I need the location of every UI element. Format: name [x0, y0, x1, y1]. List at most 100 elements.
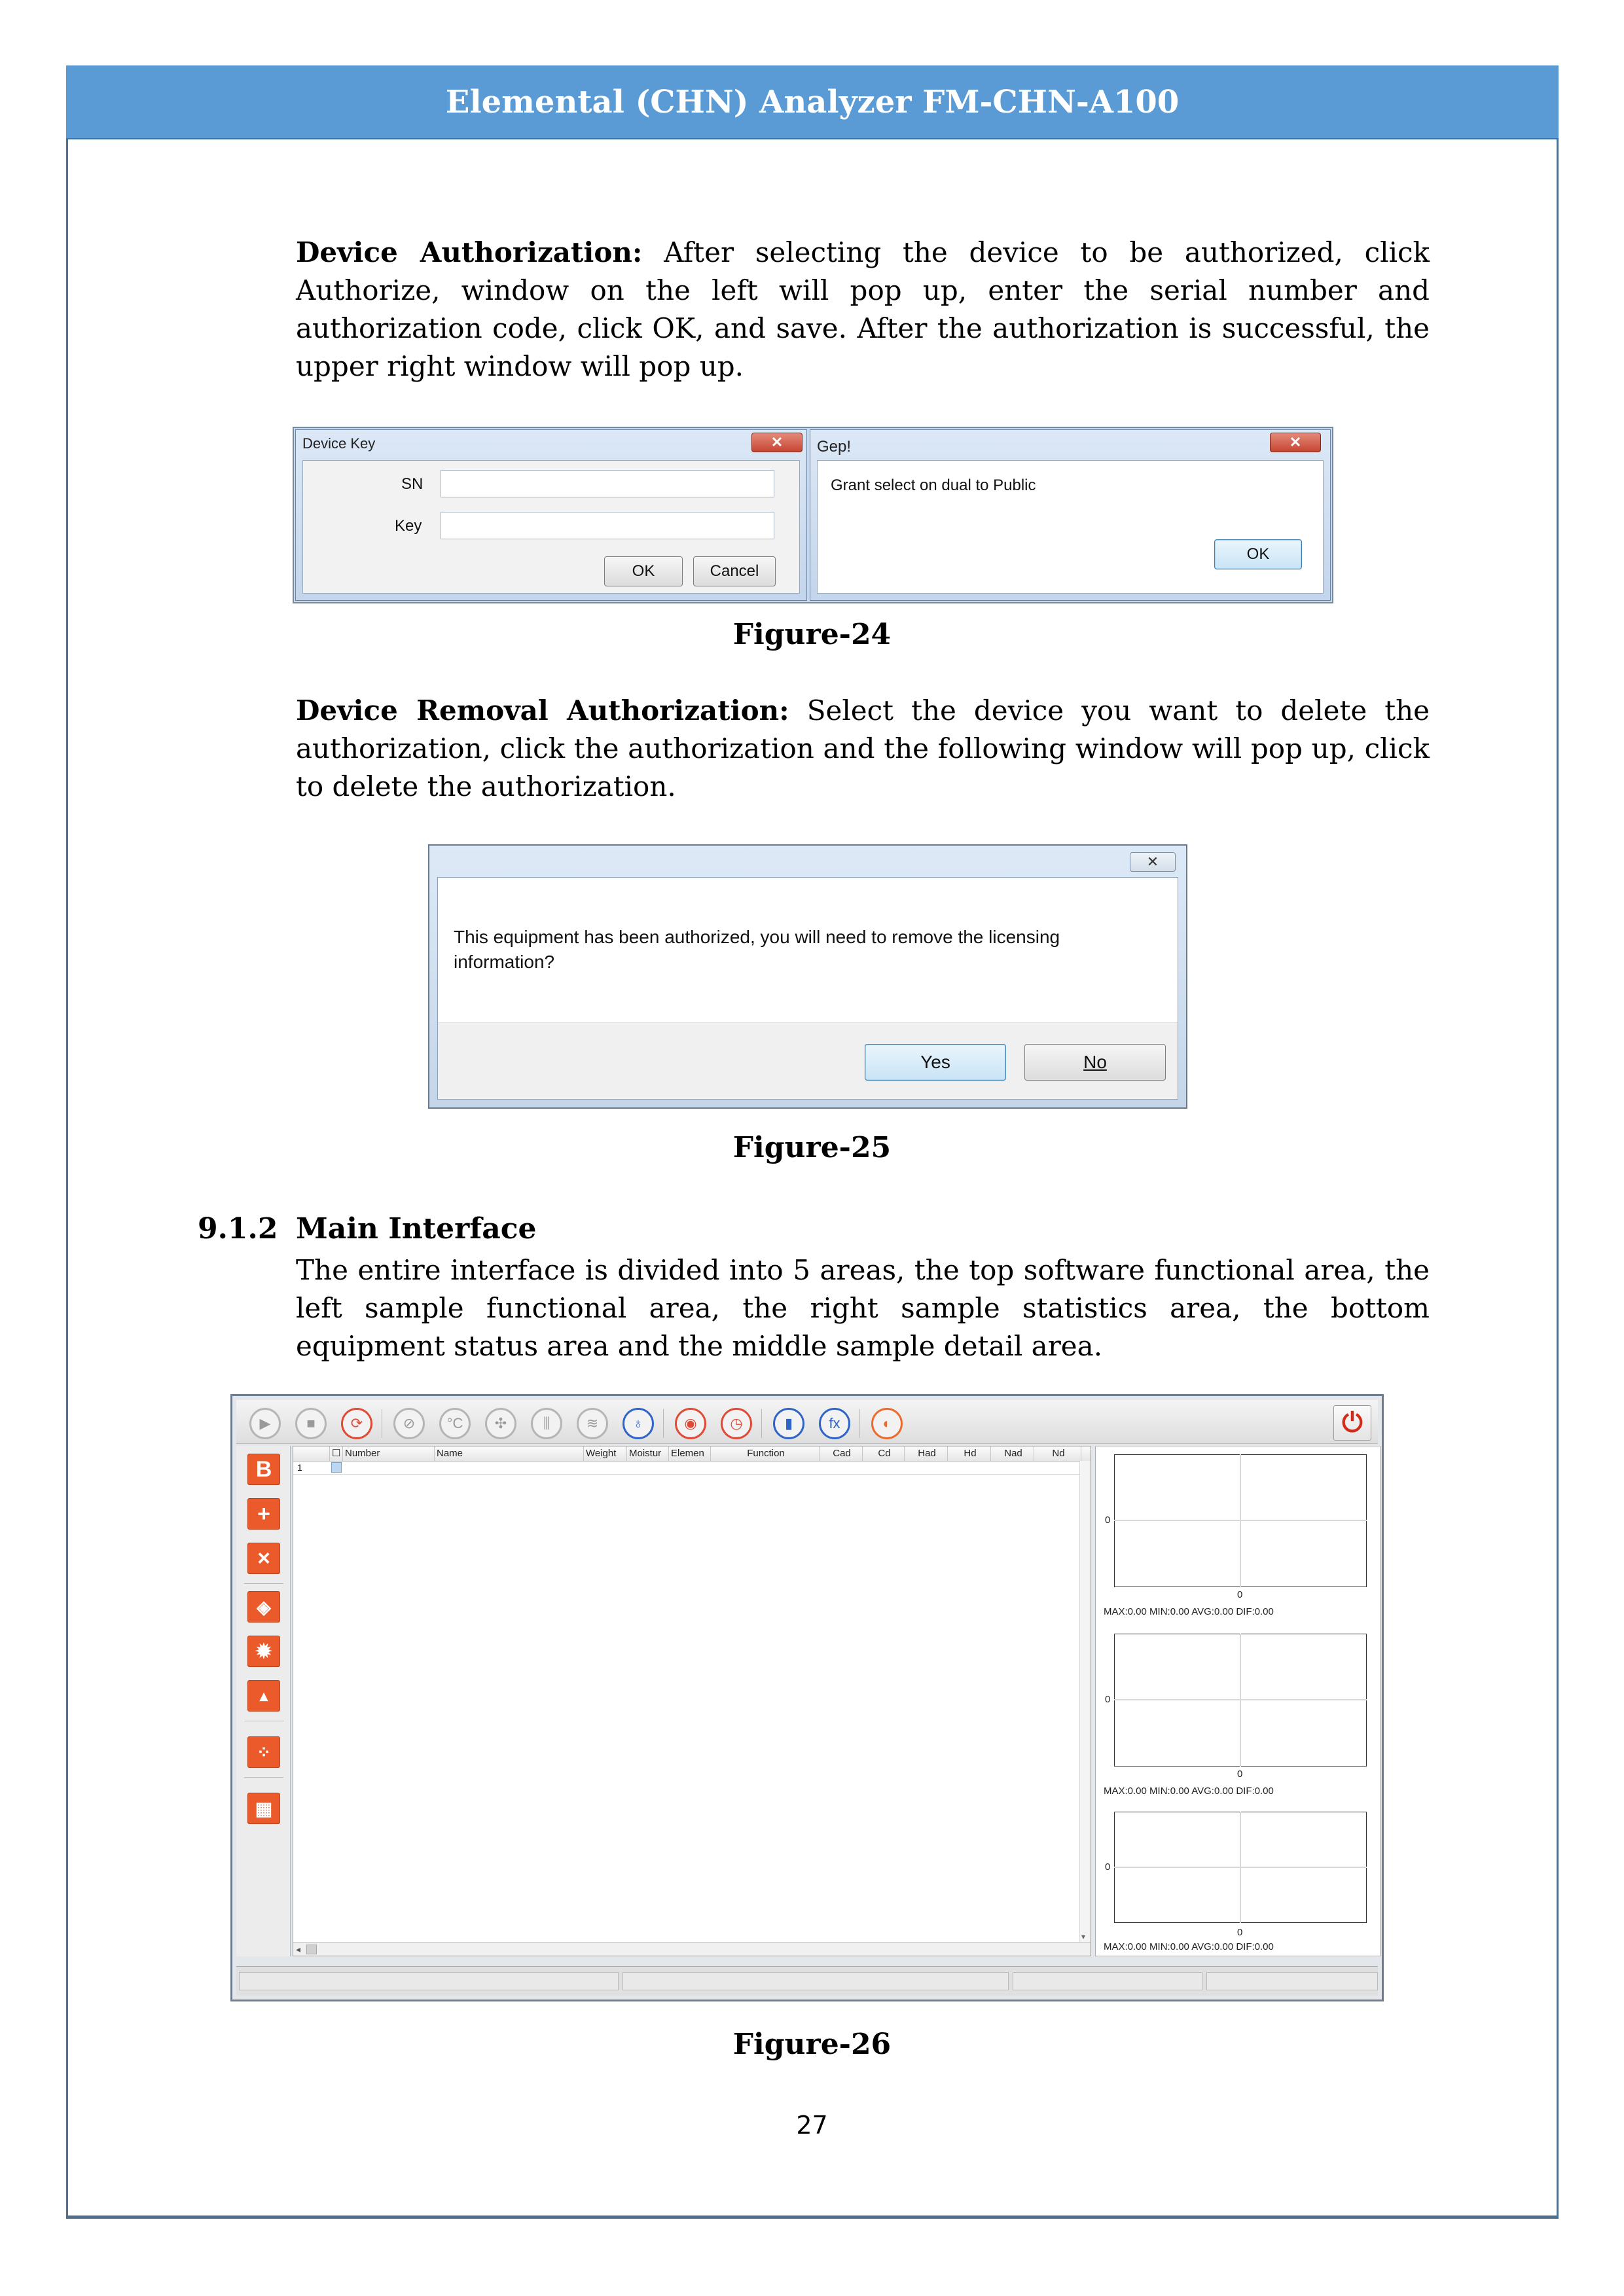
column-header[interactable]: Weight: [584, 1446, 627, 1461]
section-number: 9.1.2: [198, 1212, 278, 1246]
view-icon[interactable]: ◉: [675, 1408, 706, 1439]
stats-text: MAX:0.00 MIN:0.00 AVG:0.00 DIF:0.00: [1104, 1606, 1274, 1617]
dialog-title: Gep!: [817, 438, 852, 456]
section-title: Main Interface: [296, 1212, 537, 1246]
ok-button[interactable]: OK: [604, 556, 683, 586]
column-header[interactable]: Nad: [991, 1446, 1034, 1461]
row-number: 1: [297, 1462, 302, 1473]
valves-icon[interactable]: ⫼: [531, 1408, 562, 1439]
column-header[interactable]: Name: [435, 1446, 584, 1461]
x-axis-label: 0: [1237, 1927, 1243, 1938]
paragraph-device-removal: Device Removal Authorization: Select the…: [296, 692, 1430, 806]
column-header[interactable]: Number: [343, 1446, 435, 1461]
equipment-status-bar: [236, 1966, 1378, 1996]
page-number: 27: [796, 2111, 828, 2140]
horizontal-scrollbar[interactable]: ◂: [293, 1942, 1091, 1956]
furnace-icon[interactable]: ♁: [623, 1408, 654, 1439]
yes-button[interactable]: Yes: [865, 1044, 1006, 1081]
ok-button[interactable]: OK: [1214, 539, 1302, 569]
paragraph-device-authorization: Device Authorization: After selecting th…: [296, 234, 1430, 386]
dialog-footer: Yes No: [438, 1022, 1178, 1099]
stats-text: MAX:0.00 MIN:0.00 AVG:0.00 DIF:0.00: [1104, 1941, 1274, 1952]
figure-24-image: Device Key ✕ SN Key OK Cancel Gep! ✕ Gra…: [293, 427, 1333, 603]
x-axis-label: 0: [1237, 1768, 1243, 1780]
status-cell: [1206, 1972, 1378, 1990]
x-axis-label: 0: [1237, 1589, 1243, 1600]
figure-24-caption: Figure-24: [732, 618, 892, 651]
header-title: Elemental (CHN) Analyzer FM-CHN-A100: [66, 65, 1559, 139]
cancel-button[interactable]: Cancel: [693, 556, 776, 586]
para-heading: Device Removal Authorization:: [296, 694, 789, 726]
figure-26-image: ▶ ■ ⟳ ⊘ °C ✣ ⫼ ≋ ♁ ◉ ◷ ▮ fx ◐ ⏻ B + × ◈ …: [230, 1394, 1384, 2001]
select-all-checkbox[interactable]: ☐: [330, 1446, 343, 1461]
top-toolbar: ▶ ■ ⟳ ⊘ °C ✣ ⫼ ≋ ♁ ◉ ◷ ▮ fx ◐ ⏻: [236, 1400, 1378, 1444]
device-key-dialog: Device Key ✕ SN Key OK Cancel: [295, 429, 807, 601]
column-header[interactable]: Function: [711, 1446, 820, 1461]
calibration-icon[interactable]: ◐: [871, 1408, 903, 1439]
reset-icon[interactable]: ⟳: [341, 1408, 372, 1439]
status-cell: [239, 1972, 619, 1990]
sample-detail-table: ☐ Number Name Weight Moistur Elemen Func…: [293, 1446, 1091, 1956]
column-header[interactable]: Hd: [948, 1446, 991, 1461]
gas-flow-icon[interactable]: ≋: [577, 1408, 608, 1439]
sensor-icon[interactable]: ▮: [773, 1408, 804, 1439]
close-icon[interactable]: ✕: [1270, 433, 1321, 452]
power-icon[interactable]: ⏻: [1333, 1405, 1371, 1441]
status-cell: [1013, 1972, 1202, 1990]
drop-icon[interactable]: ▴: [247, 1680, 280, 1712]
function-icon[interactable]: fx: [819, 1408, 850, 1439]
balance-icon[interactable]: ⁘: [247, 1736, 280, 1768]
tag-icon[interactable]: ◈: [247, 1591, 280, 1623]
play-icon[interactable]: ▶: [249, 1408, 281, 1439]
figure-25-image: ✕ This equipment has been authorized, yo…: [428, 844, 1187, 1109]
sample-statistics-panel: 0 0 MAX:0.00 MIN:0.00 AVG:0.00 DIF:0.00 …: [1095, 1446, 1380, 1956]
fan-icon[interactable]: ✣: [485, 1408, 516, 1439]
stats-text: MAX:0.00 MIN:0.00 AVG:0.00 DIF:0.00: [1104, 1785, 1274, 1797]
dialog-body: SN Key OK Cancel: [302, 460, 800, 594]
stop-icon[interactable]: ■: [295, 1408, 327, 1439]
column-header[interactable]: Nd: [1034, 1446, 1081, 1461]
section-paragraph: The entire interface is divided into 5 a…: [296, 1254, 1430, 1362]
column-header[interactable]: Moistur: [627, 1446, 669, 1461]
key-input[interactable]: [441, 512, 774, 539]
close-icon[interactable]: ✕: [1130, 852, 1176, 872]
vertical-scrollbar[interactable]: ▾: [1079, 1461, 1091, 1943]
column-header[interactable]: Elemen: [669, 1446, 711, 1461]
dialog-body: This equipment has been authorized, you …: [437, 877, 1178, 1100]
no-button[interactable]: No: [1024, 1044, 1166, 1081]
temperature-icon[interactable]: °C: [439, 1408, 471, 1439]
sn-input[interactable]: [441, 470, 774, 497]
column-header[interactable]: Cad: [820, 1446, 863, 1461]
close-icon[interactable]: ✕: [751, 433, 803, 452]
statistics-chart-3: [1114, 1812, 1367, 1923]
remove-license-message: This equipment has been authorized, you …: [454, 927, 1060, 972]
timer-icon[interactable]: ◷: [721, 1408, 752, 1439]
table-header: ☐ Number Name Weight Moistur Elemen Func…: [293, 1446, 1091, 1462]
y-axis-label: 0: [1105, 1861, 1111, 1873]
column-header[interactable]: Had: [905, 1446, 948, 1461]
gep-message: Grant select on dual to Public: [831, 476, 1036, 494]
para-text: After selecting the device to be authori…: [296, 236, 1430, 382]
b-icon[interactable]: B: [247, 1454, 280, 1485]
dialog-title: Device Key: [302, 435, 376, 452]
key-label: Key: [395, 517, 422, 535]
para-heading: Device Authorization:: [296, 236, 643, 268]
status-cell: [623, 1972, 1009, 1990]
row-checkbox[interactable]: [331, 1462, 342, 1473]
figure-26-caption: Figure-26: [732, 2028, 892, 2061]
left-sample-panel: B + × ◈ ✹ ▴ ⁘ ▦: [236, 1446, 291, 1956]
y-axis-label: 0: [1105, 1694, 1111, 1705]
gear-icon[interactable]: ✹: [247, 1636, 280, 1667]
para-text: Select the device you want to delete the…: [296, 694, 1430, 802]
column-header[interactable]: Cd: [863, 1446, 905, 1461]
delete-icon[interactable]: ×: [247, 1543, 280, 1574]
sn-label: SN: [401, 475, 424, 493]
y-axis-label: 0: [1105, 1515, 1111, 1526]
gep-dialog: Gep! ✕ Grant select on dual to Public OK: [810, 429, 1331, 601]
oxygen-icon[interactable]: ⊘: [393, 1408, 425, 1439]
calculator-icon[interactable]: ▦: [247, 1793, 280, 1824]
add-icon[interactable]: +: [247, 1498, 280, 1530]
table-row[interactable]: 1: [293, 1461, 1091, 1475]
statistics-chart-2: [1114, 1634, 1367, 1767]
dialog-body: Grant select on dual to Public OK: [817, 460, 1324, 594]
